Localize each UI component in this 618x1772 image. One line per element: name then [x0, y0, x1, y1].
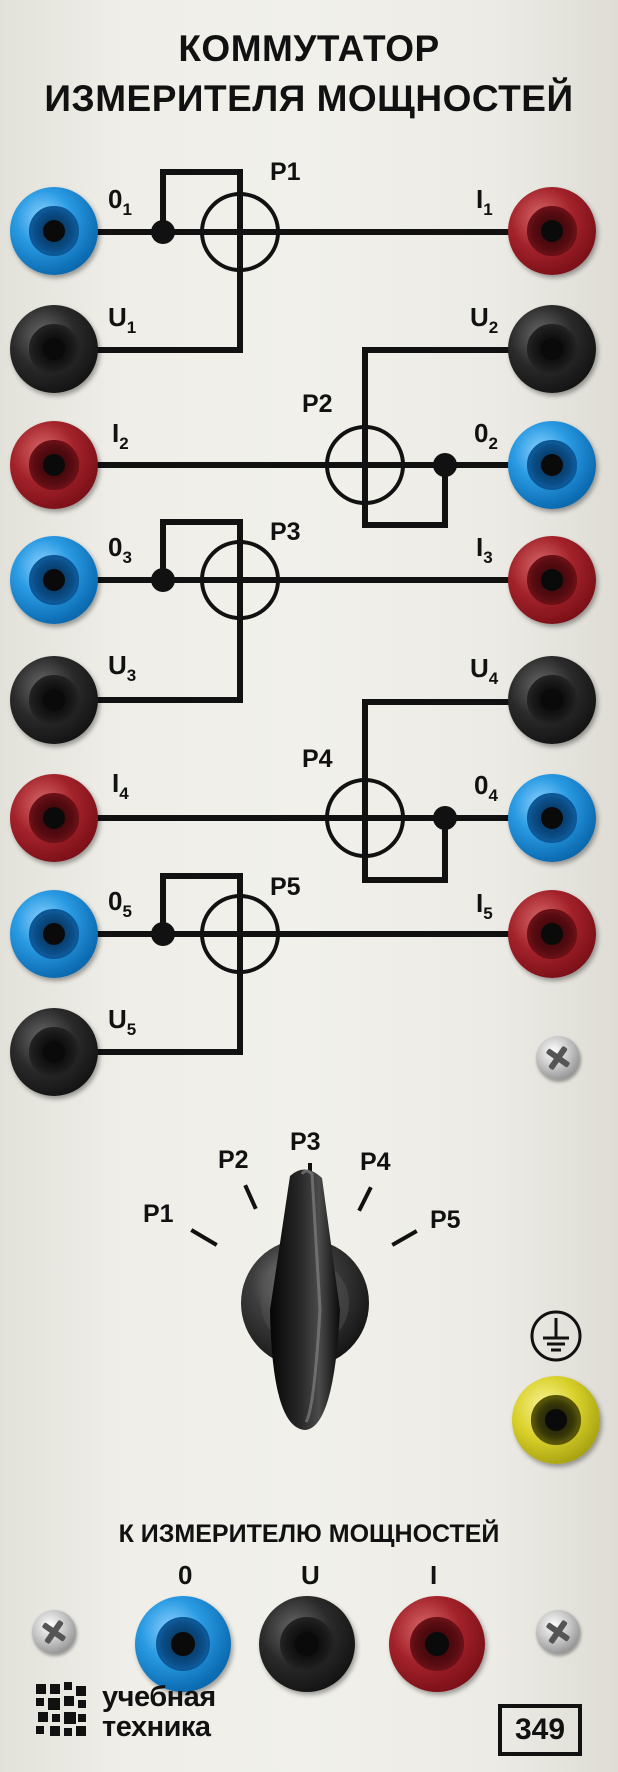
jack-0-1[interactable] — [10, 187, 98, 275]
jack-ground[interactable] — [512, 1376, 600, 1464]
label-i-3: I3 — [476, 532, 493, 567]
label-u-2: U2 — [470, 302, 499, 337]
screw-icon — [32, 1610, 76, 1654]
jack-u-1[interactable] — [10, 305, 98, 393]
jack-u-5[interactable] — [10, 1008, 98, 1096]
module-number: 349 — [498, 1704, 582, 1756]
jack-0-2[interactable] — [508, 421, 596, 509]
label-0-5: 05 — [108, 886, 132, 921]
selector-label-p3: P3 — [290, 1128, 321, 1156]
meter-label-p5: P5 — [270, 873, 301, 901]
title-line-2: ИЗМЕРИТЕЛЯ МОЩНОСТЕЙ — [44, 78, 574, 119]
brand-line-2: техника — [102, 1711, 211, 1743]
ground-icon — [530, 1310, 582, 1362]
jack-i-3[interactable] — [508, 536, 596, 624]
label-i-4: I4 — [112, 768, 129, 803]
jack-output-i[interactable] — [389, 1596, 485, 1692]
jack-0-3[interactable] — [10, 536, 98, 624]
label-u-5: U5 — [108, 1004, 137, 1039]
meter-label-p2: P2 — [302, 390, 333, 418]
jack-0-5[interactable] — [10, 890, 98, 978]
jack-output-0[interactable] — [135, 1596, 231, 1692]
brand-mark-icon — [36, 1682, 86, 1736]
selector-label-p5: P5 — [430, 1206, 461, 1234]
knob-highlight — [300, 1169, 322, 1423]
meter-label-p1: P1 — [270, 158, 301, 186]
knob-pointer — [270, 1169, 340, 1430]
jack-i-2[interactable] — [10, 421, 98, 509]
label-i-5: I5 — [476, 888, 493, 923]
jack-i-5[interactable] — [508, 890, 596, 978]
screw-icon — [536, 1610, 580, 1654]
label-u-4: U4 — [470, 653, 499, 688]
selector-knob[interactable] — [230, 1160, 380, 1440]
jack-0-4[interactable] — [508, 774, 596, 862]
selector-label-p4: P4 — [360, 1148, 391, 1176]
label-0-3: 03 — [108, 532, 132, 567]
label-0-2: 02 — [474, 418, 498, 453]
label-u-1: U1 — [108, 302, 137, 337]
title-line-1: КОММУТАТОР — [178, 28, 440, 69]
brand-logo: учебная техника — [36, 1682, 216, 1742]
jack-u-3[interactable] — [10, 656, 98, 744]
selector-label-p1: P1 — [143, 1200, 174, 1228]
label-0-1: 01 — [108, 184, 132, 219]
output-label-u: U — [301, 1560, 320, 1590]
label-u-3: U3 — [108, 650, 137, 685]
label-i-1: I1 — [476, 184, 493, 219]
output-label: К ИЗМЕРИТЕЛЮ МОЩНОСТЕЙ — [118, 1520, 500, 1548]
meter-label-p4: P4 — [302, 745, 333, 773]
jack-output-u[interactable] — [259, 1596, 355, 1692]
jack-i-1[interactable] — [508, 187, 596, 275]
brand-line-1: учебная — [102, 1681, 216, 1713]
output-label-0: 0 — [178, 1560, 193, 1590]
output-label-i: I — [430, 1560, 438, 1590]
jack-i-4[interactable] — [10, 774, 98, 862]
meter-label-p3: P3 — [270, 518, 301, 546]
screw-icon — [536, 1036, 580, 1080]
label-i-2: I2 — [112, 418, 129, 453]
brand-name: учебная техника — [102, 1682, 216, 1742]
jack-u-2[interactable] — [508, 305, 596, 393]
selector-label-p2: P2 — [218, 1146, 249, 1174]
label-0-4: 04 — [474, 770, 498, 805]
jack-u-4[interactable] — [508, 656, 596, 744]
